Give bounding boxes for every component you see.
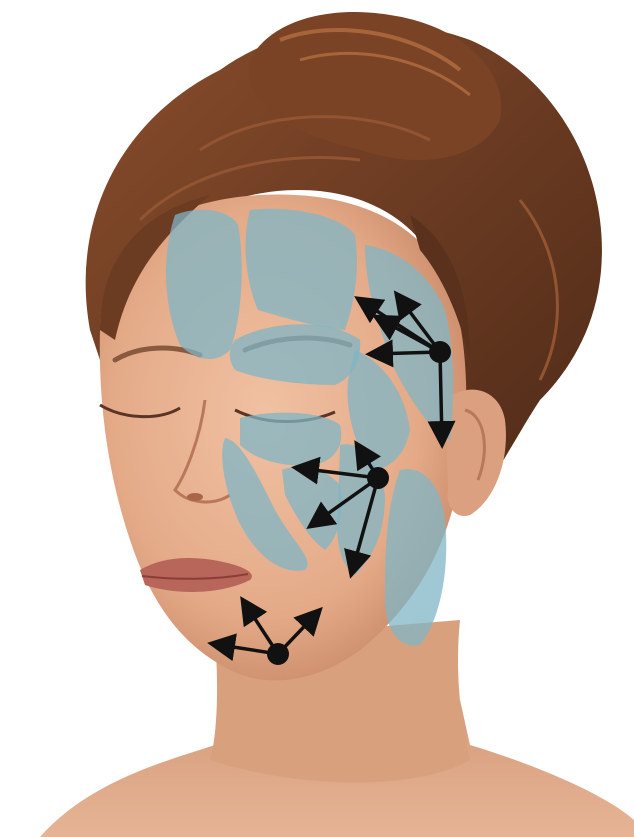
vector-origin (267, 643, 289, 665)
vector-arrow (440, 352, 442, 442)
vector-origin (429, 341, 451, 363)
vector-origin (367, 467, 389, 489)
nostril (187, 493, 203, 501)
central-forehead-compartment (166, 210, 242, 359)
lateral-temporal-cheek-compartment (385, 469, 446, 646)
ear (445, 390, 506, 516)
